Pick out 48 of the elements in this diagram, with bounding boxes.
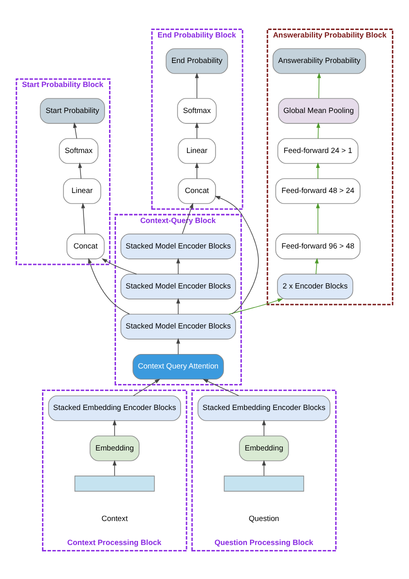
arrow xyxy=(316,162,320,178)
arrow xyxy=(112,459,117,476)
node-box: Linear xyxy=(63,178,102,204)
arrow xyxy=(262,459,266,476)
arrow xyxy=(316,202,320,234)
node-box: 2 x Encoder Blocks xyxy=(277,273,354,299)
arrow xyxy=(182,202,194,234)
arrow xyxy=(176,297,180,314)
node-box: Stacked Model Encoder Blocks xyxy=(120,273,236,299)
arrow xyxy=(78,162,82,178)
node-box: Embedding xyxy=(90,435,140,461)
arrow xyxy=(316,122,320,138)
arrow xyxy=(228,298,284,314)
node-box: Answerability Probability xyxy=(272,48,366,74)
node-box: Feed-forward 24 > 1 xyxy=(277,138,358,164)
node-box: Feed-forward 48 > 24 xyxy=(275,178,360,204)
node-label: Question xyxy=(248,513,280,522)
arrow xyxy=(88,257,130,314)
node-box: End Probability xyxy=(166,48,228,74)
arrow xyxy=(317,72,321,98)
node-box: Context Query Attention xyxy=(132,353,224,380)
arrow xyxy=(81,202,86,234)
node-box: Start Probability xyxy=(40,98,105,124)
arrow xyxy=(214,195,259,314)
node-box: Softmax xyxy=(58,138,98,164)
node-box: Global Mean Pooling xyxy=(278,98,360,124)
arrow xyxy=(176,257,180,274)
node-box: Embedding xyxy=(239,435,289,461)
arrow xyxy=(314,257,319,274)
node-box: Stacked Model Encoder Blocks xyxy=(120,233,236,259)
node-box: Stacked Model Encoder Blocks xyxy=(120,313,236,339)
node-box: Concat xyxy=(66,233,105,259)
node-box: Softmax xyxy=(177,98,217,124)
arrow xyxy=(73,122,78,138)
node-box: Linear xyxy=(178,138,216,164)
node-box: Stacked Embedding Encoder Blocks xyxy=(48,394,181,421)
arrow xyxy=(194,122,199,138)
arrow xyxy=(112,419,117,436)
arrow xyxy=(262,419,266,436)
node-box xyxy=(224,475,304,492)
arrow xyxy=(176,338,180,354)
arrow xyxy=(194,72,199,98)
node-box xyxy=(74,475,155,492)
node-box: Concat xyxy=(178,178,216,204)
node-box: Stacked Embedding Encoder Blocks xyxy=(198,394,330,421)
arrow xyxy=(194,162,199,178)
node-box: Feed-forward 96 > 48 xyxy=(275,233,360,259)
node-label: Context xyxy=(102,513,128,522)
